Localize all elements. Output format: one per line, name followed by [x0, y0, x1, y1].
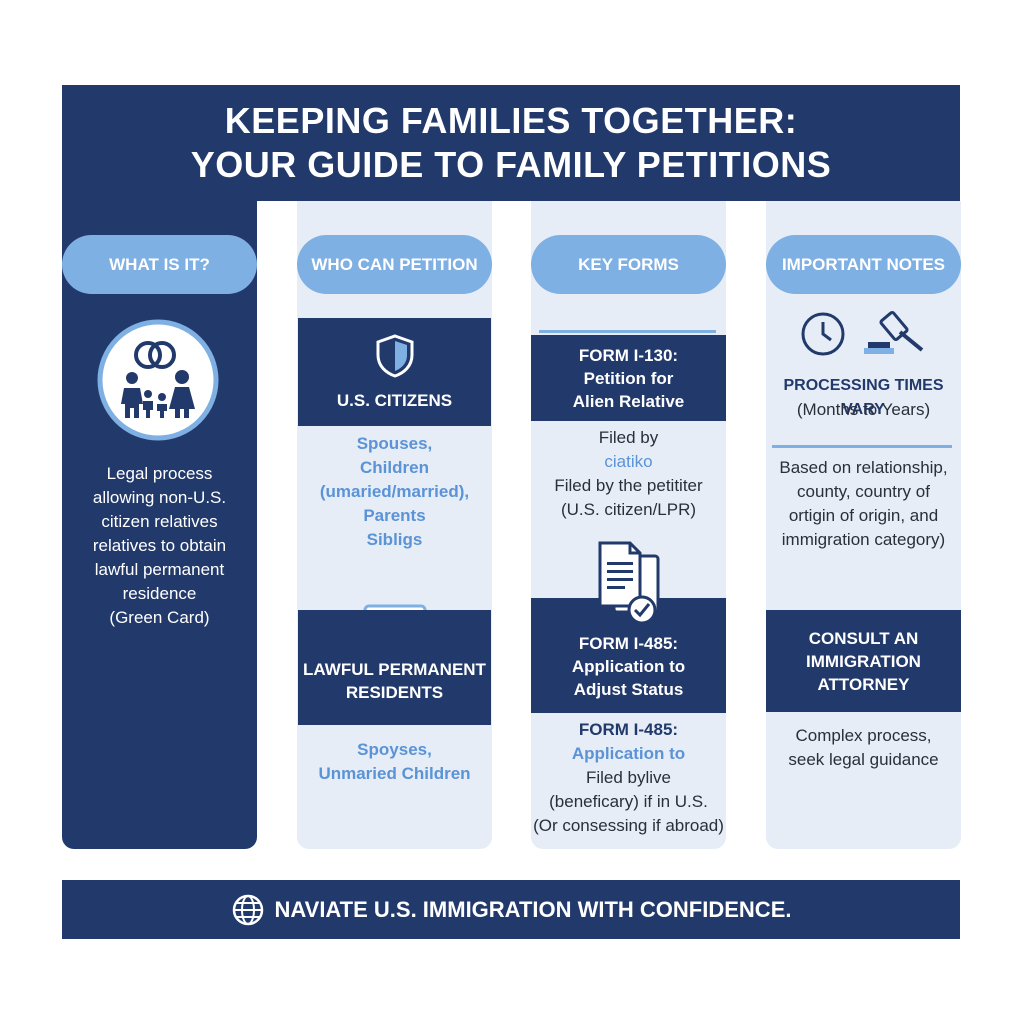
- what-is-it-description: Legal process allowing non-U.S. citizen …: [92, 464, 227, 627]
- forms-divider: [539, 330, 716, 333]
- consult-attorney-box: CONSULT AN IMMIGRATION ATTORNEY: [766, 610, 961, 712]
- footer-banner: NAVIATE U.S. IMMIGRATION WITH CONFIDENCE…: [62, 880, 960, 939]
- heading-who-can-petition: WHO CAN PETITION: [297, 235, 492, 294]
- heading-what-is-it: WHAT IS IT?: [62, 235, 257, 294]
- us-citizens-label: U.S. CITIZENS: [336, 390, 453, 410]
- documents-check-icon: [592, 540, 666, 626]
- lpr-label-line-1: LAWFUL PERMANENT: [303, 659, 486, 679]
- us-citizens-box: U.S. CITIZENS: [298, 318, 491, 426]
- form-i485-details: FORM I-485: Application to Filed bylive …: [533, 720, 724, 835]
- processing-factors: Based on relationship, county, country o…: [779, 458, 948, 549]
- footer-text: NAVIATE U.S. IMMIGRATION WITH CONFIDENCE…: [274, 896, 792, 922]
- clock-icon: [798, 310, 848, 358]
- gavel-icon: [860, 308, 928, 360]
- processing-times-sub: (Months to Years): [796, 400, 931, 419]
- lpr-box: LAWFUL PERMANENT RESIDENTS: [298, 610, 491, 725]
- form-i130-box: FORM I-130: Petition for Alien Relative: [531, 335, 726, 421]
- form-i485-box: FORM I-485: Application to Adjust Status: [531, 598, 726, 713]
- us-citizens-relatives: Spouses, Children (umaried/married), Par…: [319, 434, 470, 549]
- title-banner: KEEPING FAMILIES TOGETHER: YOUR GUIDE TO…: [62, 85, 960, 201]
- form-i130-details: Filed by ciatiko Filed by the petititer …: [554, 428, 703, 519]
- column-important-notes: [766, 201, 961, 849]
- title-line-2: YOUR GUIDE TO FAMILY PETITIONS: [190, 144, 832, 185]
- heading-important-notes: IMPORTANT NOTES: [766, 235, 961, 294]
- column-what-is-it: [62, 201, 257, 849]
- column-who-can-petition: [297, 201, 492, 849]
- title-line-1: KEEPING FAMILIES TOGETHER:: [224, 100, 798, 141]
- heading-key-forms: KEY FORMS: [531, 235, 726, 294]
- lpr-relatives: Spoyses, Unmaried Children: [318, 740, 471, 783]
- notes-divider: [772, 445, 952, 448]
- shield-icon: [374, 333, 416, 379]
- consult-attorney-text: Complex process, seek legal guidance: [788, 726, 939, 769]
- family-rings-icon: [96, 318, 220, 442]
- globe-icon: [231, 893, 275, 927]
- column-key-forms: [531, 201, 726, 849]
- processing-times-title: PROCESSING TIMES VARY: [783, 377, 944, 418]
- lpr-label-line-2: RESIDENTS: [345, 682, 444, 702]
